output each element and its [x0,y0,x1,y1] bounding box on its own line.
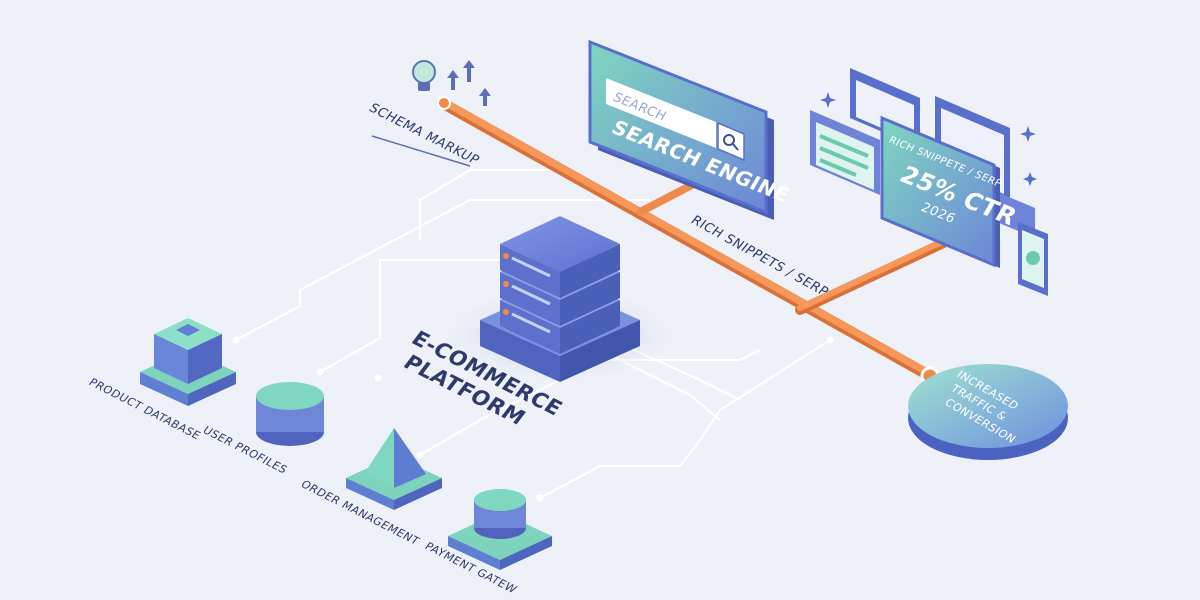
server-unit-1 [500,216,620,298]
sparkle-icon [820,92,1037,186]
outcome-disk: INCREASED TRAFFIC & CONVERSION [908,364,1068,460]
schema-underline [371,135,471,167]
lightbulb-icon [412,60,436,91]
pipe-search-branch [636,182,694,216]
search-icon [723,134,739,151]
node-dot [826,336,834,344]
search-engine-card: SEARCH SEARCH ENGINE [588,39,794,220]
search-button[interactable] [717,121,745,162]
seo-data-pipes [437,96,955,386]
order-management-icon [346,428,442,510]
serp-windows: RICH SNIPPETE / SERP 25% CTR 2026 [810,68,1048,296]
serp-metric-card: RICH SNIPPETE / SERP 25% CTR 2026 [880,115,1022,268]
payment-gateway-icon [448,489,552,570]
wire-user-profiles [319,259,500,373]
node-dot [536,494,544,502]
pipe-start-node [437,96,451,110]
browser-window-2 [810,110,880,195]
wire-schema [419,169,560,240]
pipe-schema-highlight [440,98,934,378]
search-input[interactable] [606,78,716,148]
node-dot [374,374,382,382]
arrow-up-icon [447,60,491,106]
pipe-serp-highlight [797,235,953,311]
wire-product-db [235,199,650,341]
product-database-icon [140,318,236,406]
server-stack-icon [450,216,670,382]
node-dot [232,336,240,344]
user-profiles-icon [256,382,324,446]
phone-icon [1018,222,1048,296]
node-dot [416,451,424,459]
node-dot [316,368,324,376]
